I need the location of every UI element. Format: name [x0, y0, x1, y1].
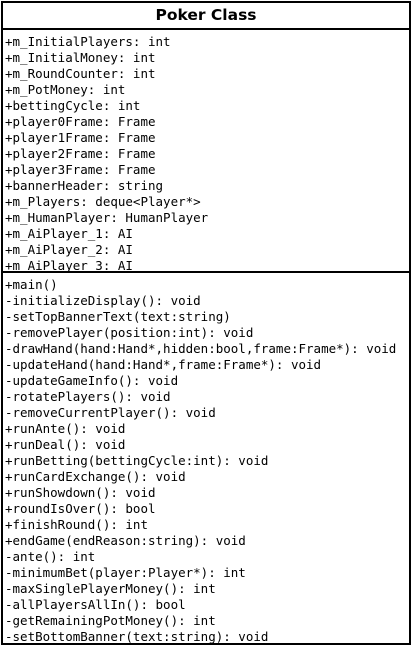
- attribute-banner-header: +bannerHeader: string: [5, 178, 164, 193]
- method-draw-hand: -drawHand(hand:Hand*,hidden:bool,frame:F…: [5, 341, 397, 356]
- method-finish-round: +finishRound(): int: [5, 517, 148, 532]
- attribute-betting-cycle: +bettingCycle: int: [5, 98, 141, 113]
- attribute-m-ai-player-3: +m_AiPlayer_3: AI: [5, 258, 133, 273]
- attribute-m-initial-money: +m_InitialMoney: int: [5, 50, 156, 65]
- attributes-compartment: +m_InitialPlayers: int +m_InitialMoney: …: [3, 30, 409, 273]
- method-round-is-over: +roundIsOver(): bool: [5, 501, 156, 516]
- class-name: Poker Class: [3, 3, 409, 30]
- method-set-bottom-banner: -setBottomBanner(text:string): void: [5, 629, 269, 644]
- attribute-player1-frame: +player1Frame: Frame: [5, 130, 156, 145]
- attribute-player0-frame: +player0Frame: Frame: [5, 114, 156, 129]
- method-minimum-bet: -minimumBet(player:Player*): int: [5, 565, 246, 580]
- attribute-m-players: +m_Players: deque<Player*>: [5, 194, 201, 209]
- method-run-card-exchange: +runCardExchange(): void: [5, 469, 186, 484]
- method-get-remaining-pot-money: -getRemainingPotMoney(): int: [5, 613, 216, 628]
- method-end-game: +endGame(endReason:string): void: [5, 533, 246, 548]
- attribute-m-round-counter: +m_RoundCounter: int: [5, 66, 156, 81]
- method-run-betting: +runBetting(bettingCycle:int): void: [5, 453, 269, 468]
- method-max-single-player-money: -maxSinglePlayerMoney(): int: [5, 581, 216, 596]
- attribute-m-pot-money: +m_PotMoney: int: [5, 82, 126, 97]
- method-set-top-banner-text: -setTopBannerText(text:string): [5, 309, 231, 324]
- method-update-hand: -updateHand(hand:Hand*,frame:Frame*): vo…: [5, 357, 322, 372]
- attribute-m-human-player: +m_HumanPlayer: HumanPlayer: [5, 210, 209, 225]
- method-all-players-all-in: -allPlayersAllIn(): bool: [5, 597, 186, 612]
- attribute-m-ai-player-1: +m_AiPlayer_1: AI: [5, 226, 133, 241]
- method-ante: -ante(): int: [5, 549, 96, 564]
- method-run-ante: +runAnte(): void: [5, 421, 126, 436]
- attribute-player3-frame: +player3Frame: Frame: [5, 162, 156, 177]
- method-main: +main(): [5, 277, 58, 292]
- methods-compartment: +main() -initializeDisplay(): void -setT…: [3, 273, 409, 645]
- method-remove-current-player: -removeCurrentPlayer(): void: [5, 405, 216, 420]
- method-update-game-info: -updateGameInfo(): void: [5, 373, 179, 388]
- method-run-showdown: +runShowdown(): void: [5, 485, 156, 500]
- method-rotate-players: -rotatePlayers(): void: [5, 389, 171, 404]
- method-remove-player: -removePlayer(position:int): void: [5, 325, 254, 340]
- attribute-m-ai-player-2: +m_AiPlayer_2: AI: [5, 242, 133, 257]
- attribute-player2-frame: +player2Frame: Frame: [5, 146, 156, 161]
- method-initialize-display: -initializeDisplay(): void: [5, 293, 201, 308]
- method-run-deal: +runDeal(): void: [5, 437, 126, 452]
- attribute-m-initial-players: +m_InitialPlayers: int: [5, 34, 171, 49]
